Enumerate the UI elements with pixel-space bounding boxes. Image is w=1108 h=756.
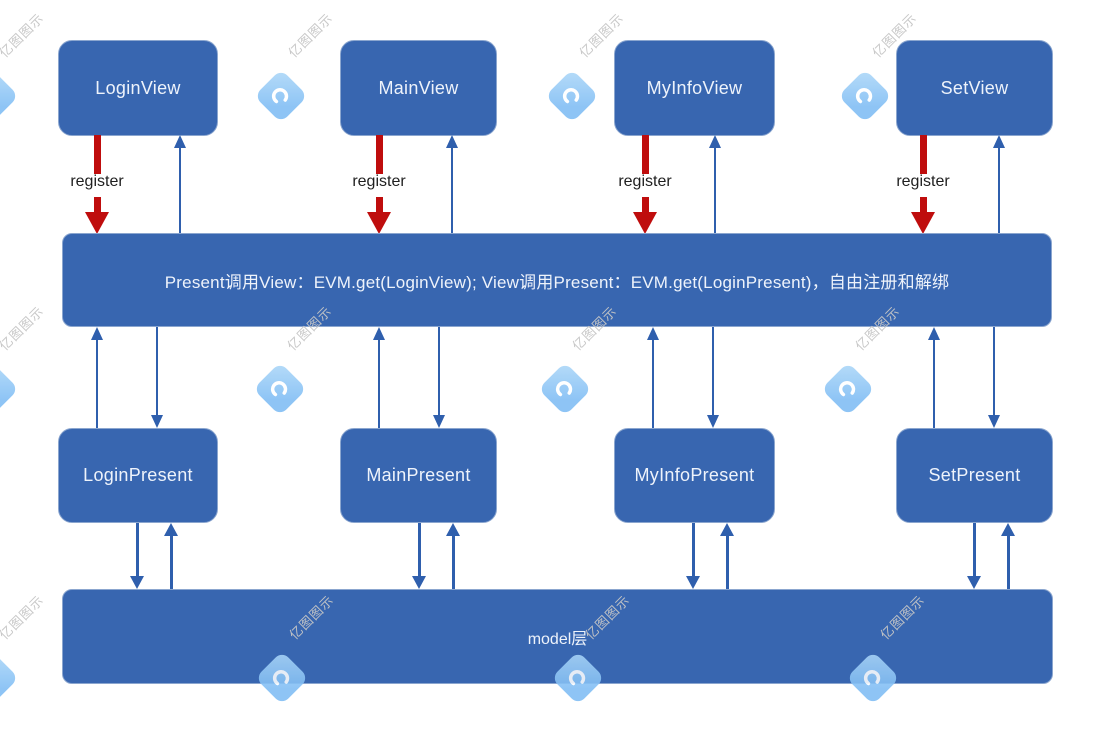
evm-bus-bar: Present调用View：EVM.get(LoginView); View调用… [62,233,1052,327]
model-to-present-arrow-col2 [452,535,455,589]
present-to-model-arrow-col1 [136,523,139,577]
register-arrowhead-col1 [85,212,109,234]
register-arrowhead-col2 [367,212,391,234]
register-arrow-shaft-col1 [94,197,101,213]
register-arrow-shaft-col2 [376,135,383,174]
view-node-setview: SetView [896,40,1053,136]
edraw-logo-icon [0,362,19,416]
view-node-label: LoginView [95,77,181,98]
present-node-loginpresent: LoginPresent [58,428,218,523]
model-to-present-arrowhead-col1 [164,523,178,536]
present-to-bus-arrow-col3 [652,339,654,428]
bus-to-present-arrowhead-col2 [433,415,445,428]
present-to-model-arrow-col3 [692,523,695,577]
register-arrow-label-col3: register [618,173,672,190]
present-to-bus-arrowhead-col4 [928,327,940,340]
bus-to-view-arrowhead-col2 [446,135,458,148]
present-to-bus-arrowhead-col3 [647,327,659,340]
register-arrow-shaft-col1 [94,135,101,174]
view-node-myinfoview: MyInfoView [614,40,775,136]
model-to-present-arrow-col3 [726,535,729,589]
bus-to-present-arrow-col4 [993,327,995,416]
present-to-model-arrowhead-col1 [130,576,144,589]
bus-to-present-arrowhead-col4 [988,415,1000,428]
present-node-label: LoginPresent [83,465,193,485]
bus-to-present-arrowhead-col3 [707,415,719,428]
bus-to-present-arrowhead-col1 [151,415,163,428]
bus-to-present-arrow-col2 [438,327,440,416]
register-arrow-shaft-col3 [642,197,649,213]
model-to-present-arrow-col1 [170,535,173,589]
edraw-watermark: 亿图图示 [254,10,336,123]
edraw-watermark: 亿图图示 [0,303,47,416]
register-arrow-label-col2: register [352,173,406,190]
edraw-logo-icon [838,69,892,123]
present-node-setpresent: SetPresent [896,428,1053,523]
present-to-bus-arrow-col2 [378,339,380,428]
edraw-logo-icon [0,69,19,123]
model-layer-label: model层 [527,630,588,648]
present-node-label: SetPresent [928,465,1021,485]
view-node-loginview: LoginView [58,40,218,136]
edraw-watermark-text: 亿图图示 [285,10,336,61]
edraw-logo-icon [0,651,19,705]
present-to-model-arrowhead-col3 [686,576,700,589]
view-node-mainview: MainView [340,40,497,136]
present-to-bus-arrow-col4 [933,339,935,428]
edraw-watermark: 亿图图示 [538,303,620,416]
bus-to-view-arrow-col3 [714,147,716,233]
bus-to-present-arrow-col1 [156,327,158,416]
present-to-model-arrowhead-col4 [967,576,981,589]
present-node-mainpresent: MainPresent [340,428,497,523]
edraw-watermark-text: 亿图图示 [0,303,47,354]
edraw-watermark-text: 亿图图示 [0,10,47,61]
present-to-model-arrow-col2 [418,523,421,577]
edraw-logo-icon [538,362,592,416]
edraw-logo-icon [545,69,599,123]
edraw-watermark: 亿图图示 [838,10,920,123]
model-layer-bar: model层 [62,589,1053,684]
bus-to-view-arrowhead-col4 [993,135,1005,148]
edraw-watermark: 亿图图示 [545,10,627,123]
view-node-label: MainView [378,77,459,98]
view-node-label: MyInfoView [646,77,743,98]
register-arrowhead-col4 [911,212,935,234]
edraw-watermark: 亿图图示 [0,10,47,123]
model-to-present-arrowhead-col3 [720,523,734,536]
model-to-present-arrowhead-col4 [1001,523,1015,536]
edraw-logo-icon [253,362,307,416]
present-to-bus-arrowhead-col2 [373,327,385,340]
present-node-label: MainPresent [366,465,471,485]
present-to-model-arrowhead-col2 [412,576,426,589]
register-arrow-shaft-col3 [642,135,649,174]
present-to-bus-arrowhead-col1 [91,327,103,340]
edraw-watermark: 亿图图示 [821,303,903,416]
register-arrow-label-col4: register [896,173,950,190]
edraw-logo-icon [254,69,308,123]
register-arrow-shaft-col4 [920,197,927,213]
model-to-present-arrow-col4 [1007,535,1010,589]
edraw-watermark: 亿图图示 [0,592,47,705]
present-node-myinfopresent: MyInfoPresent [614,428,775,523]
bus-to-view-arrowhead-col1 [174,135,186,148]
register-arrowhead-col3 [633,212,657,234]
bus-to-view-arrowhead-col3 [709,135,721,148]
bus-to-view-arrow-col4 [998,147,1000,233]
register-arrow-shaft-col4 [920,135,927,174]
model-to-present-arrowhead-col2 [446,523,460,536]
bus-to-present-arrow-col3 [712,327,714,416]
edraw-logo-icon [821,362,875,416]
present-node-label: MyInfoPresent [634,465,755,485]
register-arrow-shaft-col2 [376,197,383,213]
bus-to-view-arrow-col2 [451,147,453,233]
edraw-watermark: 亿图图示 [253,303,335,416]
view-node-label: SetView [940,77,1009,98]
bus-to-view-arrow-col1 [179,147,181,233]
present-to-model-arrow-col4 [973,523,976,577]
edraw-watermark-text: 亿图图示 [0,592,47,643]
present-to-bus-arrow-col1 [96,339,98,428]
register-arrow-label-col1: register [70,173,124,190]
evm-bus-label: Present调用View：EVM.get(LoginView); View调用… [164,272,950,292]
